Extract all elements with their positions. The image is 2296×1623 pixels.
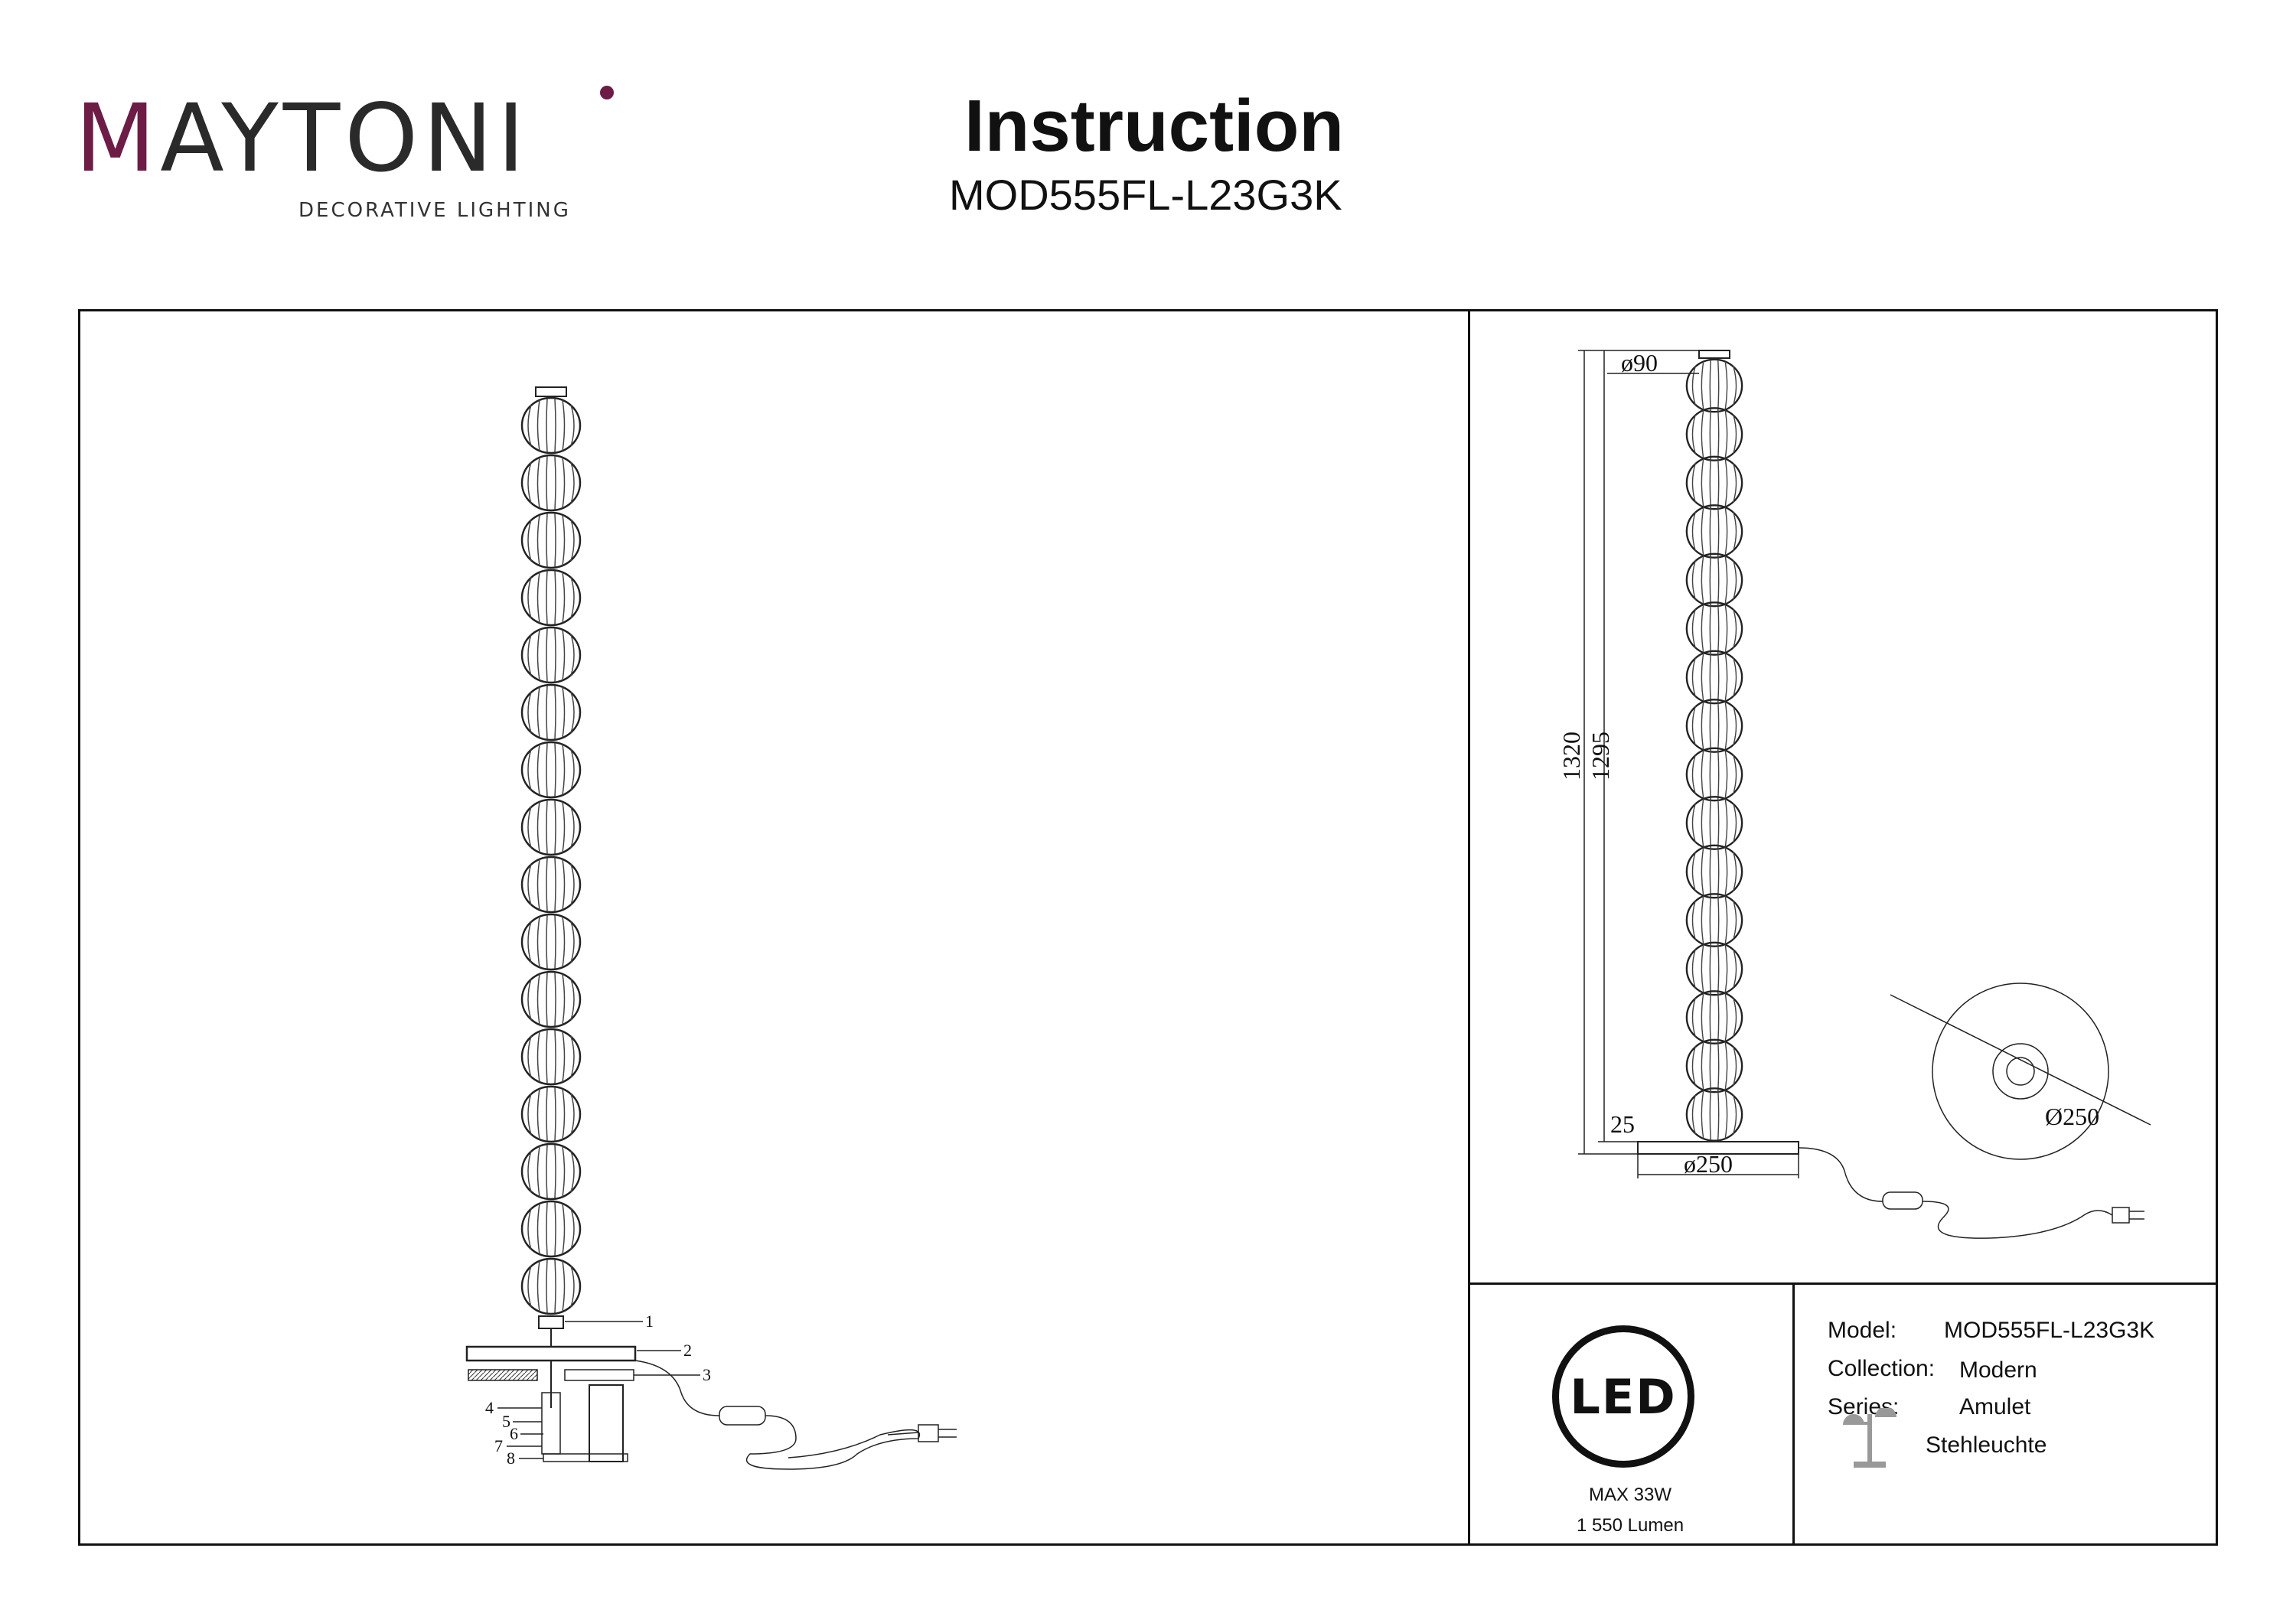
callout-label: 5	[502, 1412, 510, 1431]
callout-label: 8	[507, 1449, 515, 1468]
globe-shade	[520, 569, 582, 627]
inline-switch	[719, 1406, 766, 1426]
globe-shade	[520, 1142, 582, 1201]
collection-value: Modern	[1959, 1357, 2037, 1383]
base-weight	[468, 1369, 538, 1381]
logo-tagline: DECORATIVE LIGHTING	[298, 199, 571, 222]
globe-shade	[1685, 1087, 1743, 1142]
dim-total-height: 1320	[1561, 732, 1585, 781]
dim-base-diameter-side: ø250	[1684, 1150, 1733, 1178]
top-cap	[535, 386, 567, 397]
globe-shade	[1685, 601, 1743, 656]
callout-label: 4	[485, 1398, 494, 1417]
callout-label: 3	[703, 1365, 711, 1384]
base-weight	[564, 1369, 634, 1381]
callout-label: 6	[510, 1424, 518, 1443]
globe-shade	[520, 454, 582, 512]
plug	[918, 1424, 939, 1442]
inline-switch-dim	[1882, 1191, 1923, 1210]
globe-column-dim	[1685, 358, 1743, 1142]
globe-shade	[1685, 407, 1743, 461]
base-top-view	[1890, 983, 2151, 1160]
callout-label: 1	[645, 1312, 654, 1331]
globe-column	[520, 396, 582, 1315]
max-power: MAX 33W	[1588, 1484, 1672, 1505]
globe-shade	[1685, 747, 1743, 802]
base-plate	[465, 1345, 637, 1362]
globe-shade	[1685, 358, 1743, 413]
globe-shade	[1685, 699, 1743, 753]
divider-vertical-info	[1792, 1282, 1795, 1546]
brand-logo: MAYTONI DECORATIVE LIGHTING	[75, 84, 614, 230]
divider-horizontal-info	[1468, 1282, 2218, 1285]
globe-shade	[1685, 941, 1743, 996]
globe-shade	[520, 855, 582, 914]
series-value: Amulet	[1959, 1394, 2031, 1419]
collection-label: Collection:	[1828, 1356, 1936, 1381]
globe-shade	[1685, 893, 1743, 947]
globe-shade	[520, 1200, 582, 1258]
model-value: MOD555FL-L23G3K	[1944, 1318, 2155, 1343]
globe-shade	[520, 683, 582, 741]
page-title: Instruction	[964, 85, 1344, 167]
page-subtitle-model: MOD555FL-L23G3K	[949, 171, 1342, 219]
logo-wordmark: MAYTONI	[75, 84, 530, 193]
globe-shade	[1685, 1038, 1743, 1093]
globe-shade	[520, 1257, 582, 1315]
dim-base-height: 25	[1610, 1110, 1635, 1138]
globe-shade	[520, 1085, 582, 1143]
lumen-output: 1 550 Lumen	[1576, 1515, 1684, 1536]
globe-shade	[520, 913, 582, 971]
globe-shade	[520, 970, 582, 1028]
globe-shade	[1685, 552, 1743, 608]
logo-dot-icon	[600, 86, 614, 99]
globe-shade	[520, 511, 582, 569]
floor-lamp-icon	[1843, 1408, 1896, 1468]
dim-base-diameter-top: Ø250	[2045, 1103, 2099, 1130]
globe-shade	[520, 798, 582, 856]
led-badge: LED	[1552, 1325, 1694, 1468]
drawing-frame	[78, 309, 2218, 1546]
callout-label: 2	[683, 1341, 692, 1360]
product-type: Stehleuchte	[1926, 1432, 2047, 1458]
globe-shade	[520, 1028, 582, 1086]
plug-dim	[2112, 1207, 2130, 1224]
dimension-drawing: ø90 1320 1295 25 ø250 Ø250	[1561, 349, 2151, 1239]
globe-shade	[520, 741, 582, 799]
globe-shade	[1685, 990, 1743, 1045]
dim-top-diameter: ø90	[1621, 349, 1658, 376]
globe-shade	[520, 396, 582, 455]
driver-box	[589, 1384, 624, 1462]
dim-body-height: 1295	[1587, 732, 1614, 781]
connector-part	[538, 1315, 564, 1329]
globe-shade	[1685, 796, 1743, 850]
callout-label: 7	[494, 1436, 503, 1455]
model-label: Model:	[1828, 1318, 1897, 1343]
divider-vertical-main	[1468, 309, 1470, 1546]
globe-shade	[1685, 504, 1743, 559]
assembly-diagram: 1 2 3 4 5 6 7 8	[465, 386, 957, 1470]
globe-shade	[1685, 650, 1743, 705]
globe-shade	[1685, 844, 1743, 899]
globe-shade	[520, 626, 582, 684]
globe-shade	[1685, 455, 1743, 510]
